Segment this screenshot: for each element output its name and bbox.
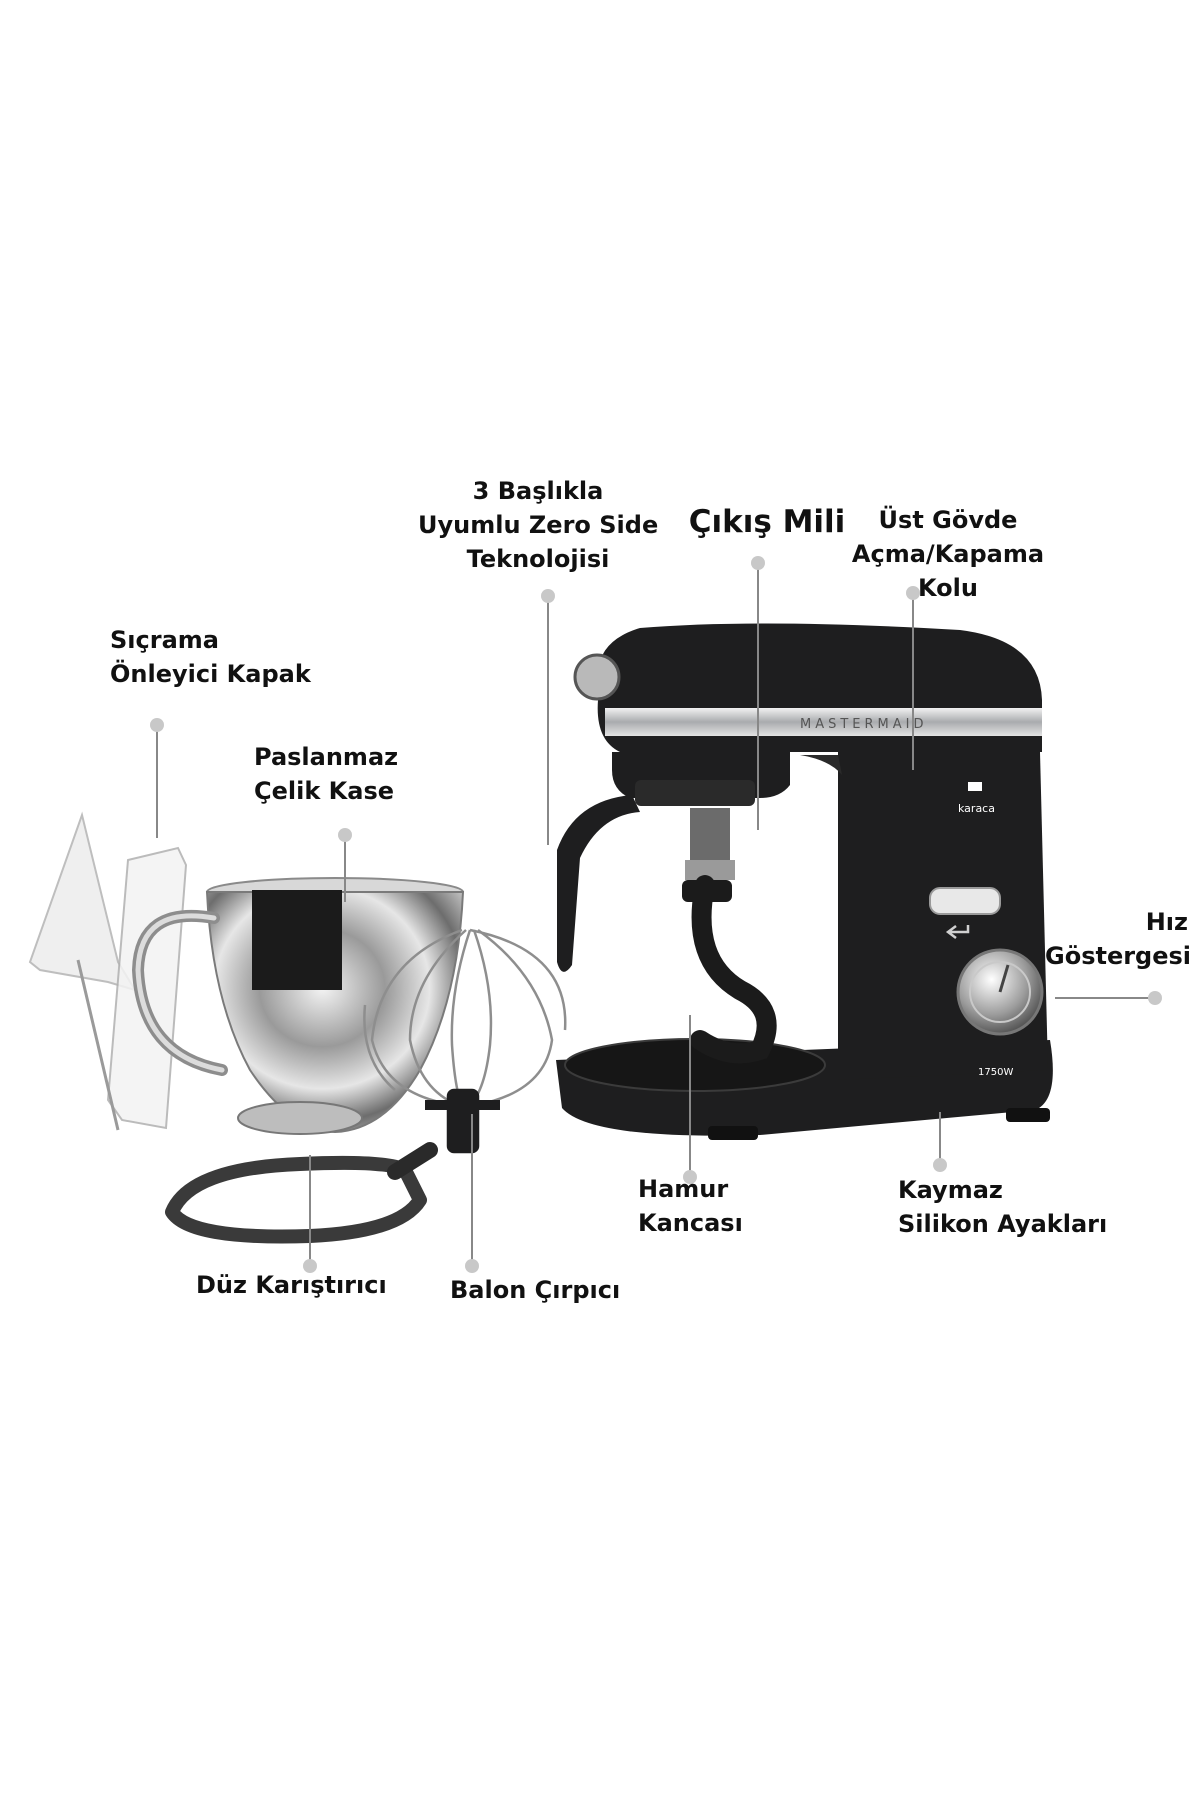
logo-text: karaca — [958, 802, 995, 815]
callout-lines — [156, 563, 1155, 1266]
flat-beater — [165, 1142, 438, 1244]
label-zero-side: 3 Başlıkla Uyumlu Zero Side Teknolojisi — [418, 477, 659, 573]
label-steel-bowl: Paslanmaz Çelik Kase — [254, 743, 399, 805]
label-output-shaft: Çıkış Mili — [688, 504, 846, 540]
label-dough-hook: Hamur Kancası — [638, 1175, 743, 1237]
label-flat-beater: Düz Karıştırıcı — [196, 1271, 387, 1299]
power-rating-text: 1750W — [978, 1067, 1013, 1078]
label-upper-body-lever: Üst Gövde Açma/Kapama Kolu — [851, 506, 1045, 602]
label-splash-guard: Sıçrama Önleyici Kapak — [110, 626, 311, 688]
label-non-slip-feet: Kaymaz Silikon Ayakları — [898, 1176, 1108, 1238]
callout-dots — [150, 556, 1162, 1273]
balloon-whisk — [363, 928, 567, 1154]
steel-bowl — [131, 877, 465, 1135]
karaca-logo-icon — [968, 782, 982, 791]
splash-guard-lid — [28, 811, 188, 1131]
stand-mixer — [556, 623, 1053, 1140]
label-speed-indicator: Hız Göstergesi — [1045, 908, 1192, 970]
label-balloon-whisk: Balon Çırpıcı — [450, 1276, 621, 1304]
brand-band-text: MASTERMAID — [800, 717, 928, 732]
